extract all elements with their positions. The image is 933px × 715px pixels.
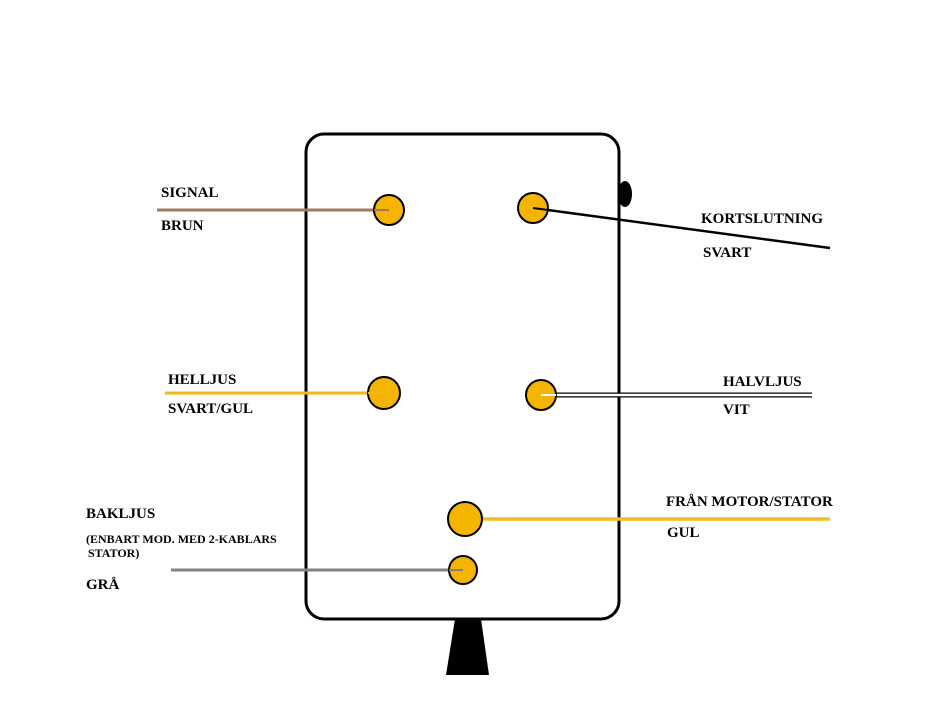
label-fran-motor: FRÅN MOTOR/STATOR <box>666 494 833 510</box>
label-halvljus: HALVLJUS <box>723 374 802 390</box>
wire-svart <box>532 206 831 250</box>
label-signal: SIGNAL <box>161 185 219 201</box>
label-gra: GRÅ <box>86 577 120 593</box>
label-svart: SVART <box>703 245 752 261</box>
bottom-mount <box>446 619 489 675</box>
terminal-fran-motor <box>447 501 483 537</box>
switch-body <box>304 132 621 621</box>
label-bakljus-note-1: (ENBART MOD. MED 2-KABLARS <box>86 532 277 546</box>
label-vit: VIT <box>723 402 750 418</box>
label-bakljus-note-2: STATOR) <box>88 546 140 560</box>
label-brun: BRUN <box>161 218 204 234</box>
wire-svart-stub <box>532 207 549 211</box>
label-svart-gul: SVART/GUL <box>168 401 254 417</box>
label-gul: GUL <box>667 525 700 541</box>
label-helljus: HELLJUS <box>168 372 237 388</box>
label-kortslutning: KORTSLUTNING <box>701 211 823 227</box>
label-bakljus: BAKLJUS <box>86 506 156 522</box>
side-knob <box>618 181 632 207</box>
